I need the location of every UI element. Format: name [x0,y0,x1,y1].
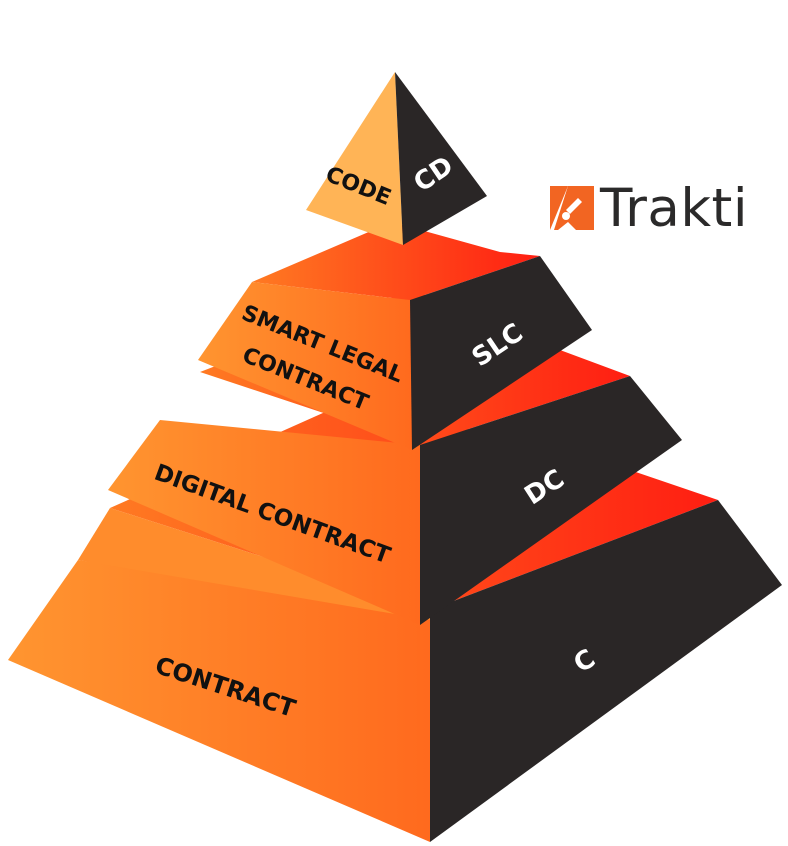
tier-code: CODE CD [306,72,487,245]
tier-contract-side-face [430,500,782,842]
tier-smart-legal-contract: SMART LEGAL CONTRACT SLC [198,222,592,450]
trakti-logo-text: Trakti [600,177,749,239]
tier-contract-upper-band [78,508,430,620]
tier-digital-contract-side-face [420,376,682,625]
tier-smart-legal-contract-side-face [410,256,592,450]
tier-digital-contract-front-face [108,420,420,625]
trakti-logo: Trakti [546,176,748,240]
tier-smart-legal-contract-front-face [198,282,412,450]
tier-code-front-face [306,72,403,245]
trakti-logo-mark-icon [550,186,594,230]
tier-digital-contract: DIGITAL CONTRACT DC [108,290,682,625]
tier-contract-front-face [8,560,430,842]
tier-smart-legal-contract-top-face [252,222,540,300]
tier-code-side-face [395,72,487,245]
